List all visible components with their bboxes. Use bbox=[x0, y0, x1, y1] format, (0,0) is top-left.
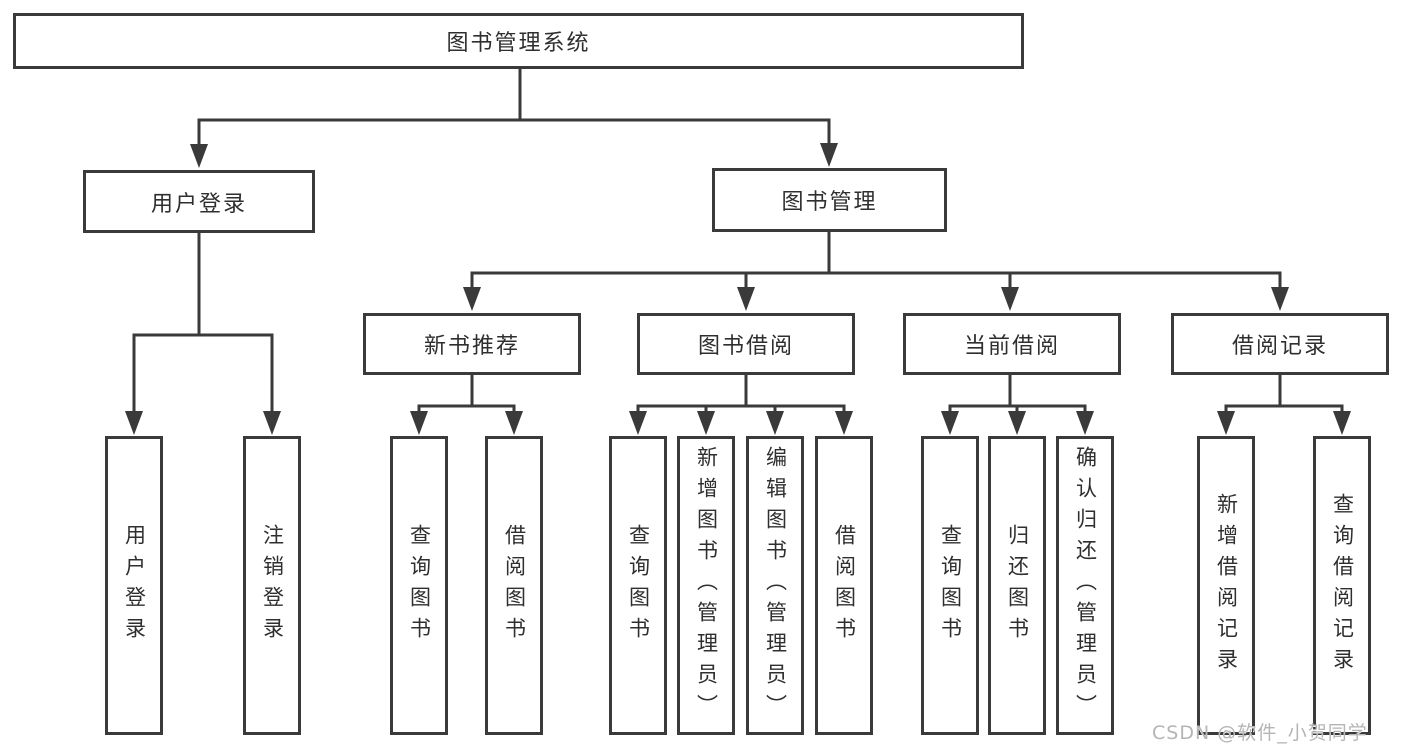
arrowhead-icon bbox=[505, 411, 523, 435]
node-label: 查询借阅记录 bbox=[1330, 492, 1355, 679]
node-label: 新增图书（管理员） bbox=[694, 446, 719, 725]
node-label: 归还图书 bbox=[1005, 523, 1030, 648]
arrowhead-icon bbox=[629, 411, 647, 435]
leaf-current-confirm-return-admin: 确认归还（管理员） bbox=[1056, 436, 1114, 735]
arrowhead-icon bbox=[1217, 411, 1235, 435]
leaf-current-query-books: 查询图书 bbox=[921, 436, 979, 735]
node-label: 编辑图书（管理员） bbox=[763, 446, 788, 725]
leaf-current-return-books: 归还图书 bbox=[988, 436, 1046, 735]
node-label: 用户登录 bbox=[122, 523, 147, 648]
arrowhead-icon bbox=[766, 411, 784, 435]
arrowhead-icon bbox=[820, 143, 838, 167]
arrowhead-icon bbox=[835, 411, 853, 435]
node-label: 用户登录 bbox=[150, 191, 247, 217]
leaf-newbook-query-books: 查询图书 bbox=[390, 436, 448, 735]
arrowhead-icon bbox=[410, 411, 428, 435]
leaf-records-query-record: 查询借阅记录 bbox=[1313, 436, 1371, 735]
node-book-management: 图书管理 bbox=[712, 168, 947, 232]
arrowhead-icon bbox=[125, 411, 143, 435]
leaf-borrow-borrow-books: 借阅图书 bbox=[815, 436, 873, 735]
node-label: 图书借阅 bbox=[697, 334, 794, 359]
leaf-records-add-record: 新增借阅记录 bbox=[1197, 436, 1255, 735]
leaf-borrow-add-books-admin: 新增图书（管理员） bbox=[677, 436, 735, 735]
node-label: 注销登录 bbox=[260, 523, 285, 648]
arrowhead-icon bbox=[190, 144, 208, 168]
arrowhead-icon bbox=[1333, 411, 1351, 435]
node-label: 借阅图书 bbox=[832, 523, 857, 648]
arrowhead-icon bbox=[941, 411, 959, 435]
node-book-borrow: 图书借阅 bbox=[637, 313, 855, 375]
arrowhead-icon bbox=[697, 411, 715, 435]
node-label: 查询图书 bbox=[407, 523, 432, 648]
node-borrow-records: 借阅记录 bbox=[1171, 313, 1389, 375]
node-label: 借阅记录 bbox=[1231, 334, 1328, 359]
leaf-newbook-borrow-books: 借阅图书 bbox=[485, 436, 543, 735]
arrowheads bbox=[125, 143, 1351, 435]
node-root-system: 图书管理系统 bbox=[13, 13, 1024, 69]
leaf-logout: 注销登录 bbox=[243, 436, 301, 735]
arrowhead-icon bbox=[1001, 287, 1019, 311]
arrowhead-icon bbox=[1076, 411, 1094, 435]
leaf-user-login: 用户登录 bbox=[105, 436, 163, 735]
arrowhead-icon bbox=[737, 287, 755, 311]
arrowhead-icon bbox=[1008, 411, 1026, 435]
arrowhead-icon bbox=[263, 411, 281, 435]
node-user-login: 用户登录 bbox=[83, 170, 315, 233]
leaf-borrow-edit-books-admin: 编辑图书（管理员） bbox=[746, 436, 804, 735]
node-label: 确认归还（管理员） bbox=[1073, 446, 1098, 725]
node-label: 当前借阅 bbox=[963, 334, 1060, 359]
node-label: 查询图书 bbox=[626, 523, 651, 648]
node-label: 借阅图书 bbox=[502, 523, 527, 648]
node-label: 图书管理 bbox=[781, 190, 878, 215]
node-label: 查询图书 bbox=[938, 523, 963, 648]
node-label: 图书管理系统 bbox=[446, 31, 591, 56]
node-current-borrow: 当前借阅 bbox=[903, 313, 1121, 375]
node-label: 新书推荐 bbox=[423, 334, 520, 359]
leaf-borrow-query-books: 查询图书 bbox=[609, 436, 667, 735]
node-label: 新增借阅记录 bbox=[1214, 492, 1239, 679]
watermark: CSDN @软件_小贺同学 bbox=[1152, 722, 1368, 744]
arrowhead-icon bbox=[1271, 287, 1289, 311]
node-new-book-recommend: 新书推荐 bbox=[363, 313, 581, 375]
arrowhead-icon bbox=[463, 287, 481, 311]
